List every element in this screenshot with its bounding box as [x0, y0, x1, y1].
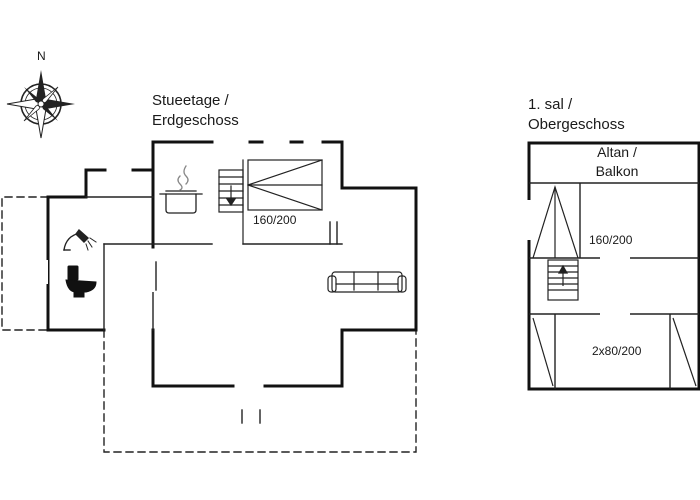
bed-160-200-icon	[247, 159, 323, 211]
terrace-outline	[1, 196, 417, 453]
sofa-icon	[327, 271, 407, 293]
ground-floor-plan	[1, 140, 418, 453]
compass-rose-icon	[6, 70, 75, 139]
toilet-icon	[65, 265, 97, 298]
roof-slope-triangles	[532, 185, 697, 387]
upper-floor-plan	[527, 141, 700, 391]
stove-pot-icon	[159, 165, 203, 214]
stairs-down-icon	[218, 159, 244, 245]
balcony-label-line1: Altan /	[597, 144, 637, 160]
upper-floor-title-line2: Obergeschoss	[528, 116, 625, 133]
upper-bed-label-2: 2x80/200	[592, 344, 642, 358]
ground-floor-title-line2: Erdgeschoss	[152, 112, 239, 129]
compass-north-label: N	[37, 49, 46, 63]
upper-bed-label-1: 160/200	[589, 233, 633, 247]
shower-icon	[63, 228, 97, 251]
ground-floor-title-line1: Stueetage /	[152, 92, 229, 109]
balcony-label-line2: Balkon	[595, 163, 639, 179]
upper-floor-title-line1: 1. sal /	[528, 96, 573, 113]
stairs-up-icon	[547, 259, 579, 301]
ground-bed-label: 160/200	[253, 213, 297, 227]
